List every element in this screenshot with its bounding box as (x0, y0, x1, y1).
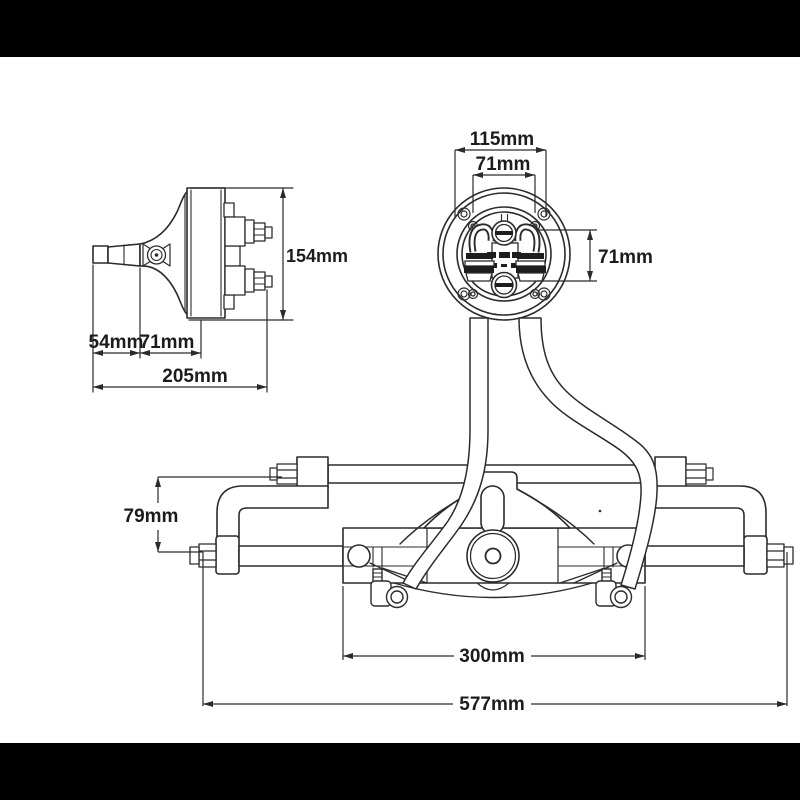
tilt-slot (480, 485, 505, 535)
clamp-bolt-right (685, 463, 714, 485)
bleed-fitting-right (595, 568, 633, 609)
fill-plug-bottom (490, 271, 518, 299)
hydraulic-hoses (402, 317, 658, 590)
pump-flange (186, 187, 226, 319)
dim-154 (188, 187, 294, 321)
helm-center-fittings (464, 214, 546, 299)
dim-label-cyl-body: 300mm (459, 646, 525, 667)
cylinder-rod-left (238, 545, 344, 567)
bleed-fittings (370, 568, 633, 609)
rear-view-dimensions (454, 147, 597, 282)
rod-eye-right (743, 535, 768, 575)
dim-54-71 (92, 264, 202, 393)
hose-left (402, 317, 489, 590)
pivot-hole (484, 547, 502, 565)
port-fitting-right (514, 223, 546, 282)
gland-left (347, 544, 371, 568)
dim-205 (92, 289, 268, 393)
bleed-fitting-left (370, 568, 409, 609)
clamp-bolt-left (269, 463, 298, 485)
port-fitting-left (464, 223, 495, 282)
cylinder-dimensions (155, 476, 788, 707)
dim-label-cyl-overall: 577mm (459, 694, 525, 715)
letterbox-top (0, 0, 800, 57)
letterbox-bottom (0, 743, 800, 800)
steering-shaft-end (92, 245, 109, 264)
cylinder-rod-right (644, 545, 745, 567)
dim-label-rear-ports-h: 71mm (476, 154, 531, 175)
clamp-block-left (296, 456, 329, 489)
dim-label-side-total: 205mm (162, 366, 228, 387)
dim-label-side-body: 71mm (140, 332, 195, 353)
dim-label-rear-width: 115mm (470, 129, 534, 150)
rod-nut-right (766, 543, 794, 568)
helm-inner-face (456, 206, 552, 302)
fill-plug-top (491, 220, 517, 246)
hose-right (518, 317, 658, 590)
dim-label-arm-offset: 79mm (124, 506, 179, 527)
rod-eye-left (215, 535, 240, 575)
dim-label-rear-ports-v: 71mm (598, 247, 653, 268)
dim-label-side-height: 154mm (286, 246, 348, 266)
clamp-block-right (654, 456, 687, 489)
dim-label-side-shaft: 54mm (89, 332, 144, 353)
pump-ports (223, 202, 273, 310)
helm-pump-side-view (92, 187, 294, 393)
